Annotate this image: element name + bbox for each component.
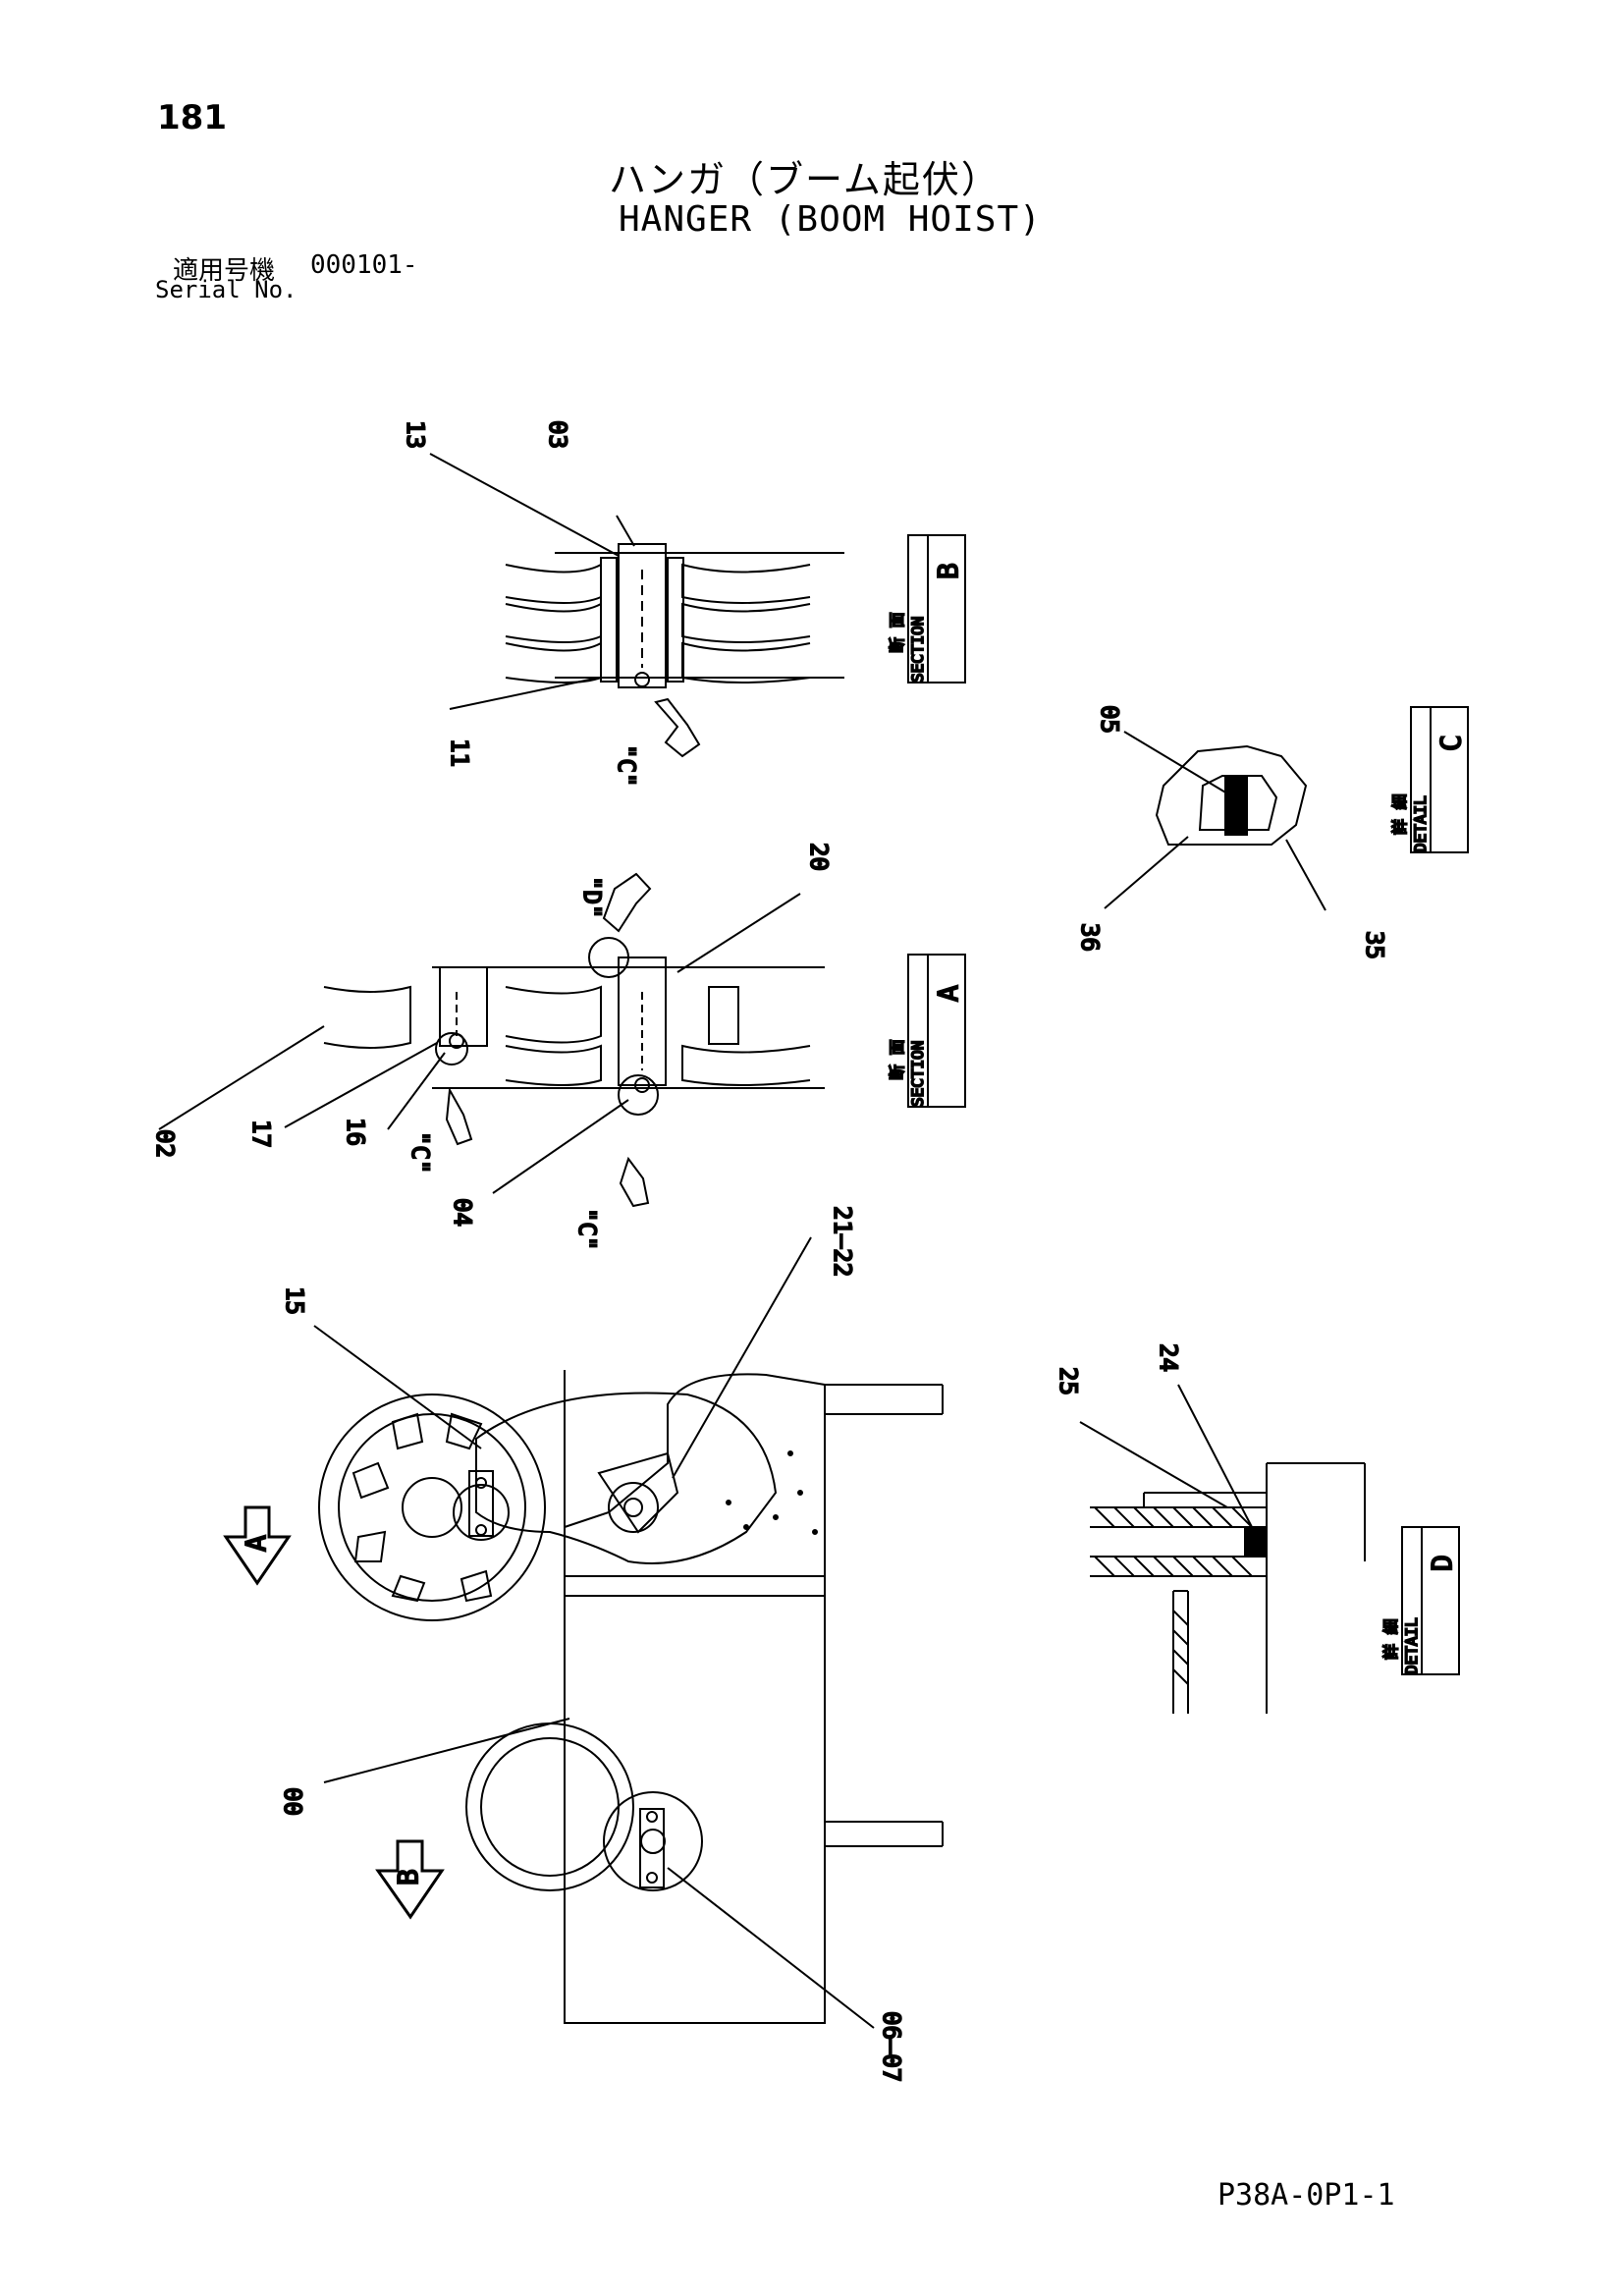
detail-d-box: 詳 細 DETAIL D xyxy=(1380,1526,1460,1675)
callout-00: 00 xyxy=(279,1787,306,1816)
callout-36: 36 xyxy=(1076,923,1104,952)
callout-16: 16 xyxy=(342,1118,369,1146)
document-code: P38A-0P1-1 xyxy=(1217,2178,1395,2213)
section-a-jp: 断 面 xyxy=(888,1039,906,1080)
section-a-letter: A xyxy=(932,985,964,1002)
section-a-view: 20 "D" 02 17 16 "C" 04 "C" xyxy=(150,842,834,1251)
arrow-label-b: B xyxy=(392,1869,424,1886)
callout-03: 03 xyxy=(544,420,571,449)
callout-25: 25 xyxy=(1055,1367,1082,1395)
detail-d-jp: 詳 細 xyxy=(1381,1618,1400,1660)
title-japanese: ハンガ（ブーム起伏） xyxy=(609,158,1001,201)
arrow-label-a: A xyxy=(240,1535,272,1552)
callout-04: 04 xyxy=(449,1198,476,1227)
section-b-jp: 断 面 xyxy=(888,612,906,653)
callout-20: 20 xyxy=(805,843,833,871)
callout-06-07: 06–07 xyxy=(878,2011,905,2082)
detail-c-letter: C xyxy=(1434,735,1467,751)
view-ref-d: "D" xyxy=(578,876,606,918)
section-a-box: 断 面 SECTION A xyxy=(887,954,966,1108)
serial-label-english: Serial No. xyxy=(155,276,298,303)
main-hanger-view: A B 15 21–22 00 06–07 xyxy=(223,1205,944,2083)
callout-11: 11 xyxy=(446,738,473,767)
section-a-en: SECTION xyxy=(908,1041,927,1107)
view-ref-c1: "C" xyxy=(613,744,640,787)
detail-d-letter: D xyxy=(1426,1555,1458,1571)
detail-c-jp: 詳 細 xyxy=(1390,793,1409,835)
serial-value: 000101- xyxy=(310,250,418,280)
page-number: 181 xyxy=(157,98,227,137)
detail-d-view: 25 24 xyxy=(1054,1342,1366,1714)
callout-24: 24 xyxy=(1155,1343,1182,1372)
section-b-en: SECTION xyxy=(908,617,927,683)
detail-c-view: 05 36 35 xyxy=(1075,704,1389,960)
section-b-box: 断 面 SECTION B xyxy=(887,534,966,683)
detail-c-box: 詳 細 DETAIL C xyxy=(1389,706,1469,853)
section-b-view: 03 13 11 "C" xyxy=(401,419,844,788)
callout-05: 05 xyxy=(1096,705,1123,734)
callout-35: 35 xyxy=(1361,931,1388,959)
callout-13: 13 xyxy=(402,420,429,449)
serial-label-japanese: 適用号機 xyxy=(173,256,276,286)
detail-c-en: DETAIL xyxy=(1411,795,1430,852)
callout-15: 15 xyxy=(281,1286,308,1315)
title-english: HANGER (BOOM HOIST) xyxy=(619,199,1042,240)
callout-02: 02 xyxy=(151,1129,179,1158)
callout-21-22: 21–22 xyxy=(829,1206,856,1277)
detail-d-en: DETAIL xyxy=(1402,1617,1421,1674)
callout-17: 17 xyxy=(247,1120,275,1148)
section-b-letter: B xyxy=(932,563,964,579)
view-ref-c3: "C" xyxy=(573,1208,601,1250)
view-ref-c2: "C" xyxy=(406,1131,434,1174)
